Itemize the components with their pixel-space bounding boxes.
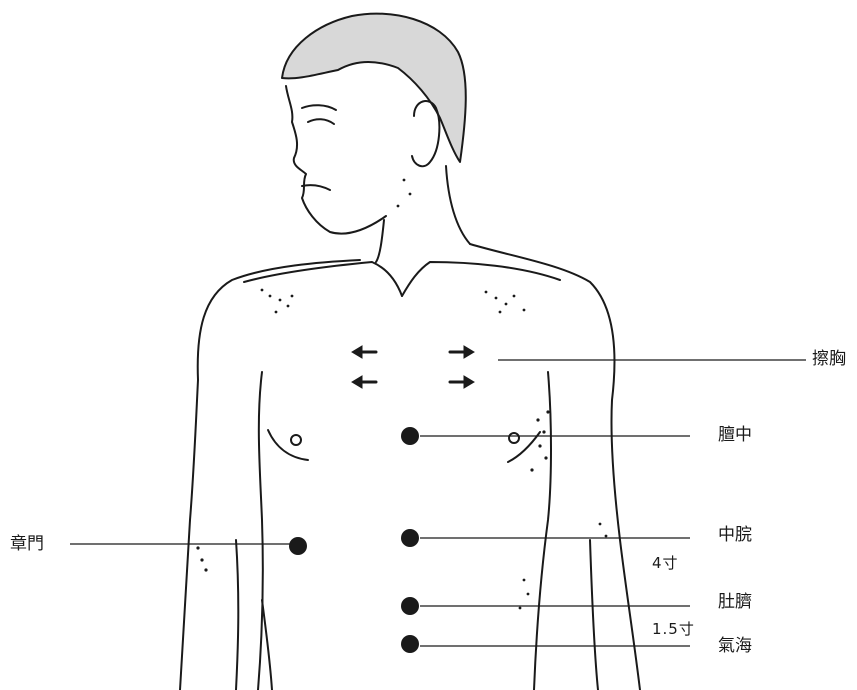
arrow-left-bottom	[352, 376, 376, 388]
label-navel: 肚臍	[718, 594, 752, 611]
arm-inner-right	[590, 540, 598, 690]
leader-lines	[70, 360, 806, 646]
point-zhangmen	[289, 537, 307, 555]
measure-1-5-cun: 1.5寸	[652, 622, 695, 637]
eye	[308, 119, 334, 124]
label-chest-rub: 擦胸	[812, 351, 846, 368]
waist-left	[262, 600, 272, 690]
shoulder-right	[470, 244, 640, 690]
label-zhangmen: 章門	[10, 536, 44, 553]
arrow-right-bottom	[450, 376, 474, 388]
point-zhongwan	[401, 529, 419, 547]
label-zhongwan: 中脘	[718, 527, 752, 544]
collarbone-left	[244, 262, 402, 296]
arrow-right-top	[450, 346, 474, 358]
eyebrow	[302, 105, 336, 110]
label-qihai: 氣海	[718, 638, 752, 655]
collarbone-right	[402, 262, 560, 296]
neck-front	[376, 220, 384, 262]
shoulder-left	[180, 260, 360, 690]
mouth	[302, 185, 330, 190]
face-profile	[286, 86, 386, 234]
neck-back	[446, 166, 470, 244]
label-danzhong: 膻中	[718, 427, 752, 444]
nipple-right	[509, 433, 519, 443]
torso-left	[258, 372, 263, 690]
acupoints	[289, 427, 419, 653]
point-qihai	[401, 635, 419, 653]
arrow-left-top	[352, 346, 376, 358]
arm-inner-left	[236, 540, 238, 690]
point-danzhong	[401, 427, 419, 445]
nipple-left	[291, 435, 301, 445]
chest-rub-arrows	[352, 346, 474, 388]
body-outline	[180, 14, 640, 690]
pectoral-left	[268, 430, 308, 460]
point-navel	[401, 597, 419, 615]
measure-4-cun: 4寸	[652, 556, 679, 571]
